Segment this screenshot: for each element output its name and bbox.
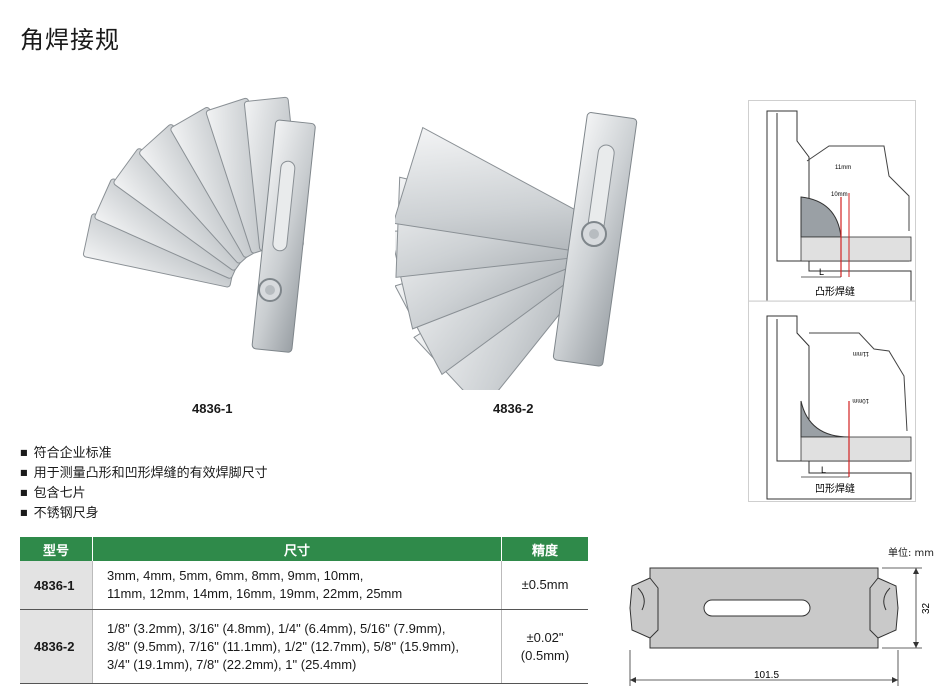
spec-table-header: 型号 尺寸 精度 — [20, 537, 588, 561]
spec-table: 型号 尺寸 精度 4836-1 3mm, 4mm, 5mm, 6mm, 8mm,… — [20, 537, 588, 684]
convex-dim-a: 11mm — [835, 165, 851, 171]
product-image-4836-2 — [395, 112, 638, 390]
convex-dim-b: 10mm — [831, 192, 848, 198]
width-dimension: 101.5 — [754, 670, 779, 681]
feature-item: 符合企业标准 — [20, 444, 268, 464]
precision-line: ±0.5mm — [521, 577, 569, 592]
convex-dim-l: L — [819, 267, 824, 277]
precision-line: ±0.02" — [526, 629, 564, 645]
precision-line: (0.5mm) — [520, 647, 570, 663]
table-row: 4836-1 3mm, 4mm, 5mm, 6mm, 8mm, 9mm, 10m… — [20, 561, 588, 610]
product-label-4836-2: 4836-2 — [493, 401, 534, 416]
row-sizes: 1/8" (3.2mm), 3/16" (4.8mm), 1/4" (6.4mm… — [92, 609, 502, 684]
height-dimension: 32 — [921, 602, 932, 614]
row-precision: ±0.02" (0.5mm) — [501, 609, 588, 684]
unit-label: 单位: mm — [888, 548, 935, 559]
feature-item: 用于测量凸形和凹形焊缝的有效焊脚尺寸 — [20, 464, 268, 484]
page-title: 角焊接规 — [20, 26, 120, 54]
weld-diagram-panel: L 11mm 10mm 凸形焊缝 L 11mm 10mm 凹形焊缝 — [748, 100, 916, 502]
table-row: 4836-2 1/8" (3.2mm), 3/16" (4.8mm), 1/4"… — [20, 609, 588, 684]
size-line: 1/8" (3.2mm), 3/16" (4.8mm), 1/4" (6.4mm… — [107, 620, 446, 636]
size-line: 3/8" (9.5mm), 7/16" (11.1mm), 1/2" (12.7… — [107, 638, 459, 654]
concave-caption: 凹形焊缝 — [815, 482, 855, 495]
row-model: 4836-1 — [20, 561, 93, 610]
product-label-4836-1: 4836-1 — [192, 401, 233, 416]
feature-item: 包含七片 — [20, 484, 268, 504]
concave-dim-l: L — [821, 465, 826, 475]
concave-dim-b: 10mm — [852, 397, 869, 403]
header-size: 尺寸 — [92, 537, 502, 561]
convex-caption: 凸形焊缝 — [815, 285, 855, 298]
weld-diagram: L 11mm 10mm 凸形焊缝 L 11mm 10mm 凹形焊缝 — [749, 101, 915, 501]
dimension-drawing: 101.5 32 — [629, 567, 932, 686]
row-sizes: 3mm, 4mm, 5mm, 6mm, 8mm, 9mm, 10mm, 11mm… — [92, 561, 502, 610]
row-precision: ±0.5mm — [501, 561, 588, 610]
size-line: 3mm, 4mm, 5mm, 6mm, 8mm, 9mm, 10mm, — [107, 568, 364, 583]
feature-list: 符合企业标准 用于测量凸形和凹形焊缝的有效焊脚尺寸 包含七片 不锈钢尺身 — [20, 444, 268, 524]
header-model: 型号 — [20, 537, 93, 561]
size-line: 11mm, 12mm, 14mm, 16mm, 19mm, 22mm, 25mm — [107, 586, 403, 601]
concave-dim-a: 11mm — [853, 350, 869, 356]
feature-item: 不锈钢尺身 — [20, 504, 268, 524]
header-precision: 精度 — [501, 537, 588, 561]
row-model: 4836-2 — [20, 609, 93, 684]
size-line: 3/4" (19.1mm), 7/8" (22.2mm), 1" (25.4mm… — [107, 656, 357, 672]
product-image-4836-1 — [82, 96, 316, 353]
